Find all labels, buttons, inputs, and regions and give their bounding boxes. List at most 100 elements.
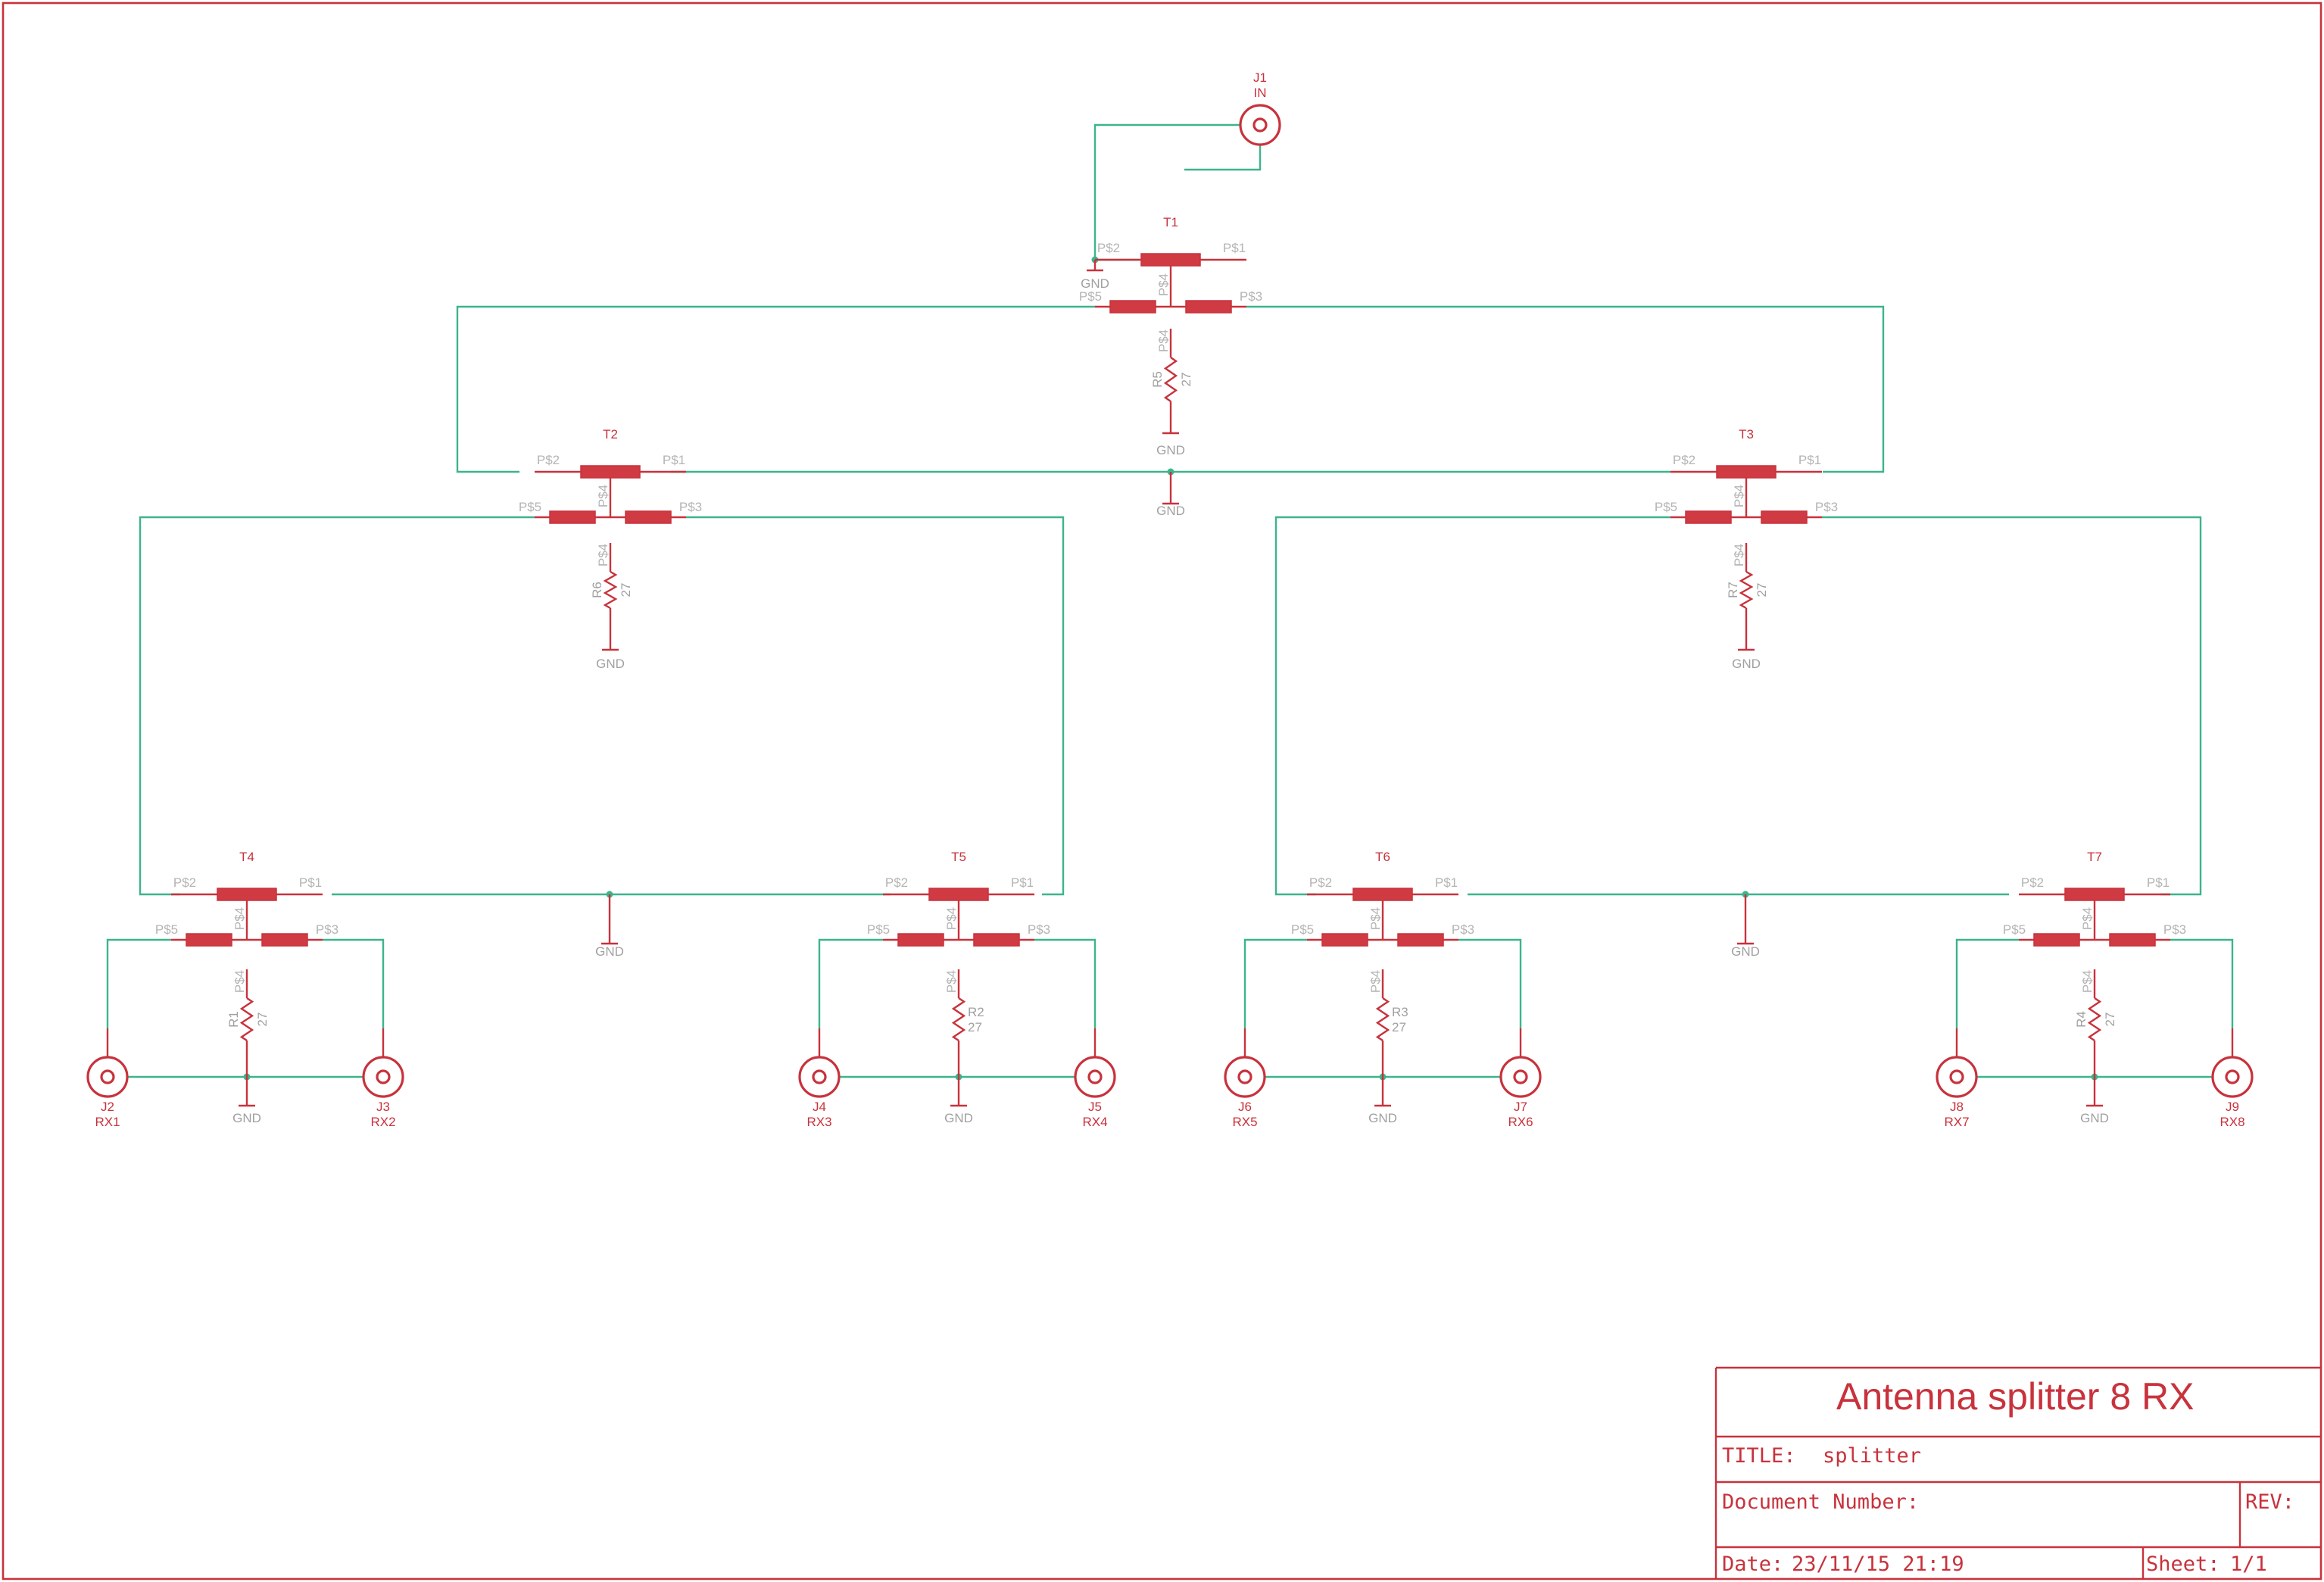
transformer-t1-winding-top xyxy=(1140,253,1201,267)
pin-p5-label: P$5 xyxy=(867,922,890,937)
wire-t3-left xyxy=(1274,516,1670,896)
transformer-t4-winding-left xyxy=(186,933,232,947)
resistor-r2-value: 27 xyxy=(968,1020,982,1034)
connector-j5-value: RX4 xyxy=(1082,1115,1107,1129)
gnd-symbol: GND xyxy=(1156,472,1185,518)
pin-p1-label: P$1 xyxy=(1798,453,1821,467)
transformer-t6-winding-top xyxy=(1352,888,1413,901)
connector-j6-ref: J6 xyxy=(1238,1100,1252,1114)
connector-j9-value: RX8 xyxy=(2219,1115,2244,1129)
pin-p4-label: P$4 xyxy=(944,907,959,930)
wire-j7 xyxy=(1458,938,1522,1028)
resistor-r5-value: 27 xyxy=(1179,373,1193,387)
wire-t2-left xyxy=(139,516,535,896)
pin-p4-label: P$4 xyxy=(596,485,610,507)
resistor-r4-ref: R4 xyxy=(2074,1011,2088,1028)
pin-p4-label: P$4 xyxy=(944,970,959,993)
sheet-label: Sheet: xyxy=(2146,1552,2220,1576)
gnd-symbol: GND xyxy=(1156,401,1185,457)
transformer-t3-winding-left xyxy=(1685,510,1732,524)
pin-p4-label: P$4 xyxy=(1368,907,1383,930)
gnd-label: GND xyxy=(944,1111,973,1125)
transformer-t3-winding-right xyxy=(1761,510,1808,524)
pin-p4-label: P$4 xyxy=(596,544,610,566)
pin-p2-label: P$2 xyxy=(1097,241,1120,255)
transformer-t7-ref: T7 xyxy=(2087,850,2102,864)
transformer-t6-winding-right xyxy=(1397,933,1444,947)
gnd-label: GND xyxy=(1156,443,1185,457)
resistor-r2-ref: R2 xyxy=(968,1005,984,1019)
gnd-label: GND xyxy=(232,1111,261,1125)
pin-p4-label: P$4 xyxy=(1156,329,1171,352)
connector-j5-ref: J5 xyxy=(1088,1100,1102,1114)
wires xyxy=(106,123,2234,1081)
pin-p5-label: P$5 xyxy=(155,922,178,937)
connector-j7-value: RX6 xyxy=(1508,1115,1533,1129)
transformer-t4-ref: T4 xyxy=(239,850,254,864)
connector-j4-ref: J4 xyxy=(813,1100,826,1114)
transformer-t2-winding-left xyxy=(549,510,596,524)
pin-p2-label: P$2 xyxy=(2021,875,2044,890)
connector-j7-ref: J7 xyxy=(1514,1100,1527,1114)
wire-j5 xyxy=(1034,938,1096,1028)
pin-p5-label: P$5 xyxy=(1655,500,1677,514)
date-value: 23/11/15 21:19 xyxy=(1792,1552,1964,1576)
resistor-r3-ref: R3 xyxy=(1392,1005,1408,1019)
gnd-label: GND xyxy=(1368,1111,1397,1125)
wire-t3-right xyxy=(1822,516,2202,896)
pin-p2-label: P$2 xyxy=(173,875,196,890)
sheet-value: 1/1 xyxy=(2230,1552,2267,1576)
pin-p4-label: P$4 xyxy=(2080,907,2095,930)
project-heading: Antenna splitter 8 RX xyxy=(1836,1375,2195,1418)
pin-p2-label: P$2 xyxy=(1309,875,1332,890)
resistor-r7-zigzag xyxy=(1739,570,1754,610)
transformer-t6-winding-left xyxy=(1321,933,1368,947)
transformer-t1-winding-right xyxy=(1185,300,1232,314)
rev-label: REV: xyxy=(2245,1490,2294,1514)
transformer-t2-winding-right xyxy=(625,510,672,524)
resistor-r2-zigzag xyxy=(951,997,966,1041)
gnd-label: GND xyxy=(1731,944,1760,959)
pin-p3-label: P$3 xyxy=(316,922,338,937)
connector-j1-ref: J1 xyxy=(1253,70,1267,85)
wire-j1-shield xyxy=(1093,123,1240,261)
transformer-t5-winding-left xyxy=(897,933,944,947)
wire-j3 xyxy=(323,938,385,1028)
date-label: Date: xyxy=(1722,1552,1783,1576)
resistor-r6: P$4R6 27 xyxy=(590,543,633,610)
resistor-r3-zigzag xyxy=(1375,997,1390,1041)
pin-p3-label: P$3 xyxy=(1815,500,1838,514)
connector-j6-value: RX5 xyxy=(1232,1115,1257,1129)
pin-p4-label: P$4 xyxy=(232,907,247,930)
resistor-r6-ref: R6 xyxy=(590,582,604,598)
pin-p2-label: P$2 xyxy=(537,453,560,467)
pin-p5-label: P$5 xyxy=(1079,289,1102,304)
transformer-t5-ref: T5 xyxy=(951,850,966,864)
pin-p1-label: P$1 xyxy=(1011,875,1034,890)
pin-p1-label: P$1 xyxy=(1435,875,1458,890)
resistor-r6-value: 27 xyxy=(619,583,633,598)
transformer-t5-winding-right xyxy=(973,933,1020,947)
pin-p4-label: P$4 xyxy=(232,970,247,993)
gnd-symbol: GND xyxy=(596,608,625,671)
pin-p3-label: P$3 xyxy=(1452,922,1474,937)
pin-p4-label: P$4 xyxy=(1156,273,1171,296)
pin-p3-label: P$3 xyxy=(1240,289,1262,304)
pin-p1-label: P$1 xyxy=(663,453,685,467)
pin-p1-label: P$1 xyxy=(299,875,322,890)
pin-p3-label: P$3 xyxy=(2163,922,2186,937)
transformer-t6-ref: T6 xyxy=(1375,850,1390,864)
